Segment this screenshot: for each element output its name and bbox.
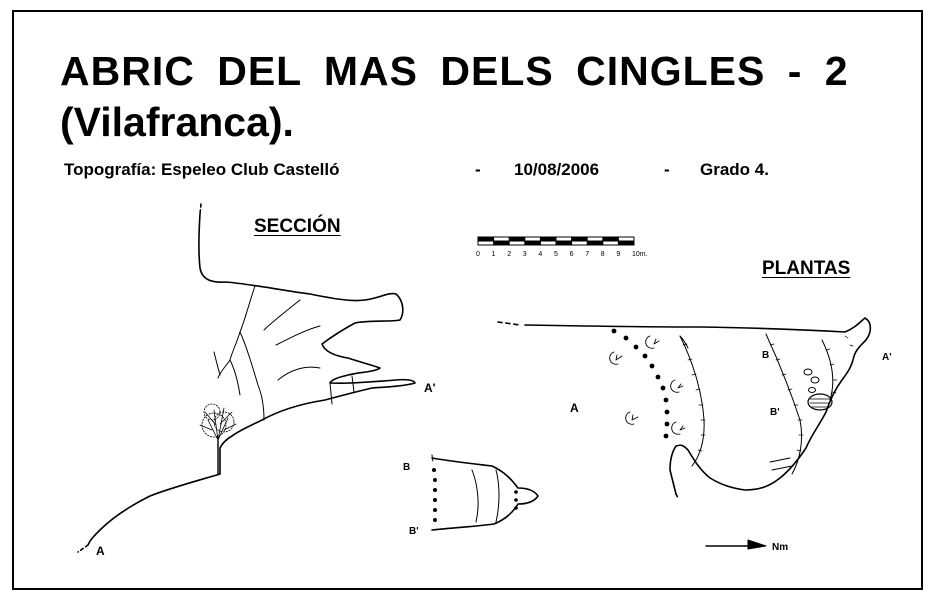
scale-tick-label: 4 xyxy=(538,251,542,258)
cave-location: (Vilafranca). xyxy=(60,99,294,145)
north-arrow-icon xyxy=(705,539,767,550)
north-label: Nm xyxy=(772,542,788,553)
scale-tick-label: 0 xyxy=(476,251,480,258)
cross-section-label-b: B xyxy=(403,462,410,473)
section-label-a: A xyxy=(96,544,105,558)
separator: - xyxy=(664,160,670,179)
scale-tick-label: 6 xyxy=(570,251,574,258)
survey-sheet xyxy=(12,10,923,590)
tree-icon xyxy=(199,403,237,475)
survey-date: 10/08/2006 xyxy=(514,160,600,179)
cross-section-bb xyxy=(431,454,539,531)
plan-label-a-prime: A' xyxy=(882,352,892,363)
plan-heading: PLANTAS xyxy=(762,258,851,279)
section-label-a-prime: A' xyxy=(424,381,436,395)
scale-tick-label: 5 xyxy=(554,251,558,258)
scale-tick-label: 2 xyxy=(507,251,511,258)
section-profile xyxy=(77,203,416,553)
scale-tick-label: 1 xyxy=(492,251,496,258)
plan-dotted-drip-line xyxy=(611,328,670,439)
plan-label-b-prime: B' xyxy=(770,407,780,418)
separator: - xyxy=(475,160,481,179)
scale-tick-label: 10m. xyxy=(632,251,648,258)
cross-section-label-b-prime: B' xyxy=(409,526,419,537)
plan-label-a: A xyxy=(570,401,579,415)
plan-outline xyxy=(497,317,872,499)
cave-title: ABRIC DEL MAS DELS CINGLES - 2 xyxy=(60,48,849,94)
plan-label-b: B xyxy=(762,350,769,361)
survey-author: Topografía: Espeleo Club Castelló xyxy=(64,160,340,179)
scale-bar xyxy=(477,236,635,246)
survey-grade: Grado 4. xyxy=(700,160,769,179)
scale-tick-labels: 0 1 2 3 4 5 6 7 8 9 10m. xyxy=(476,251,648,258)
scale-tick-label: 7 xyxy=(585,251,589,258)
scale-tick-label: 9 xyxy=(616,251,620,258)
section-heading: SECCIÓN xyxy=(254,216,341,237)
scale-tick-label: 8 xyxy=(601,251,605,258)
contour-hatch xyxy=(682,335,854,452)
scale-tick-label: 3 xyxy=(523,251,527,258)
